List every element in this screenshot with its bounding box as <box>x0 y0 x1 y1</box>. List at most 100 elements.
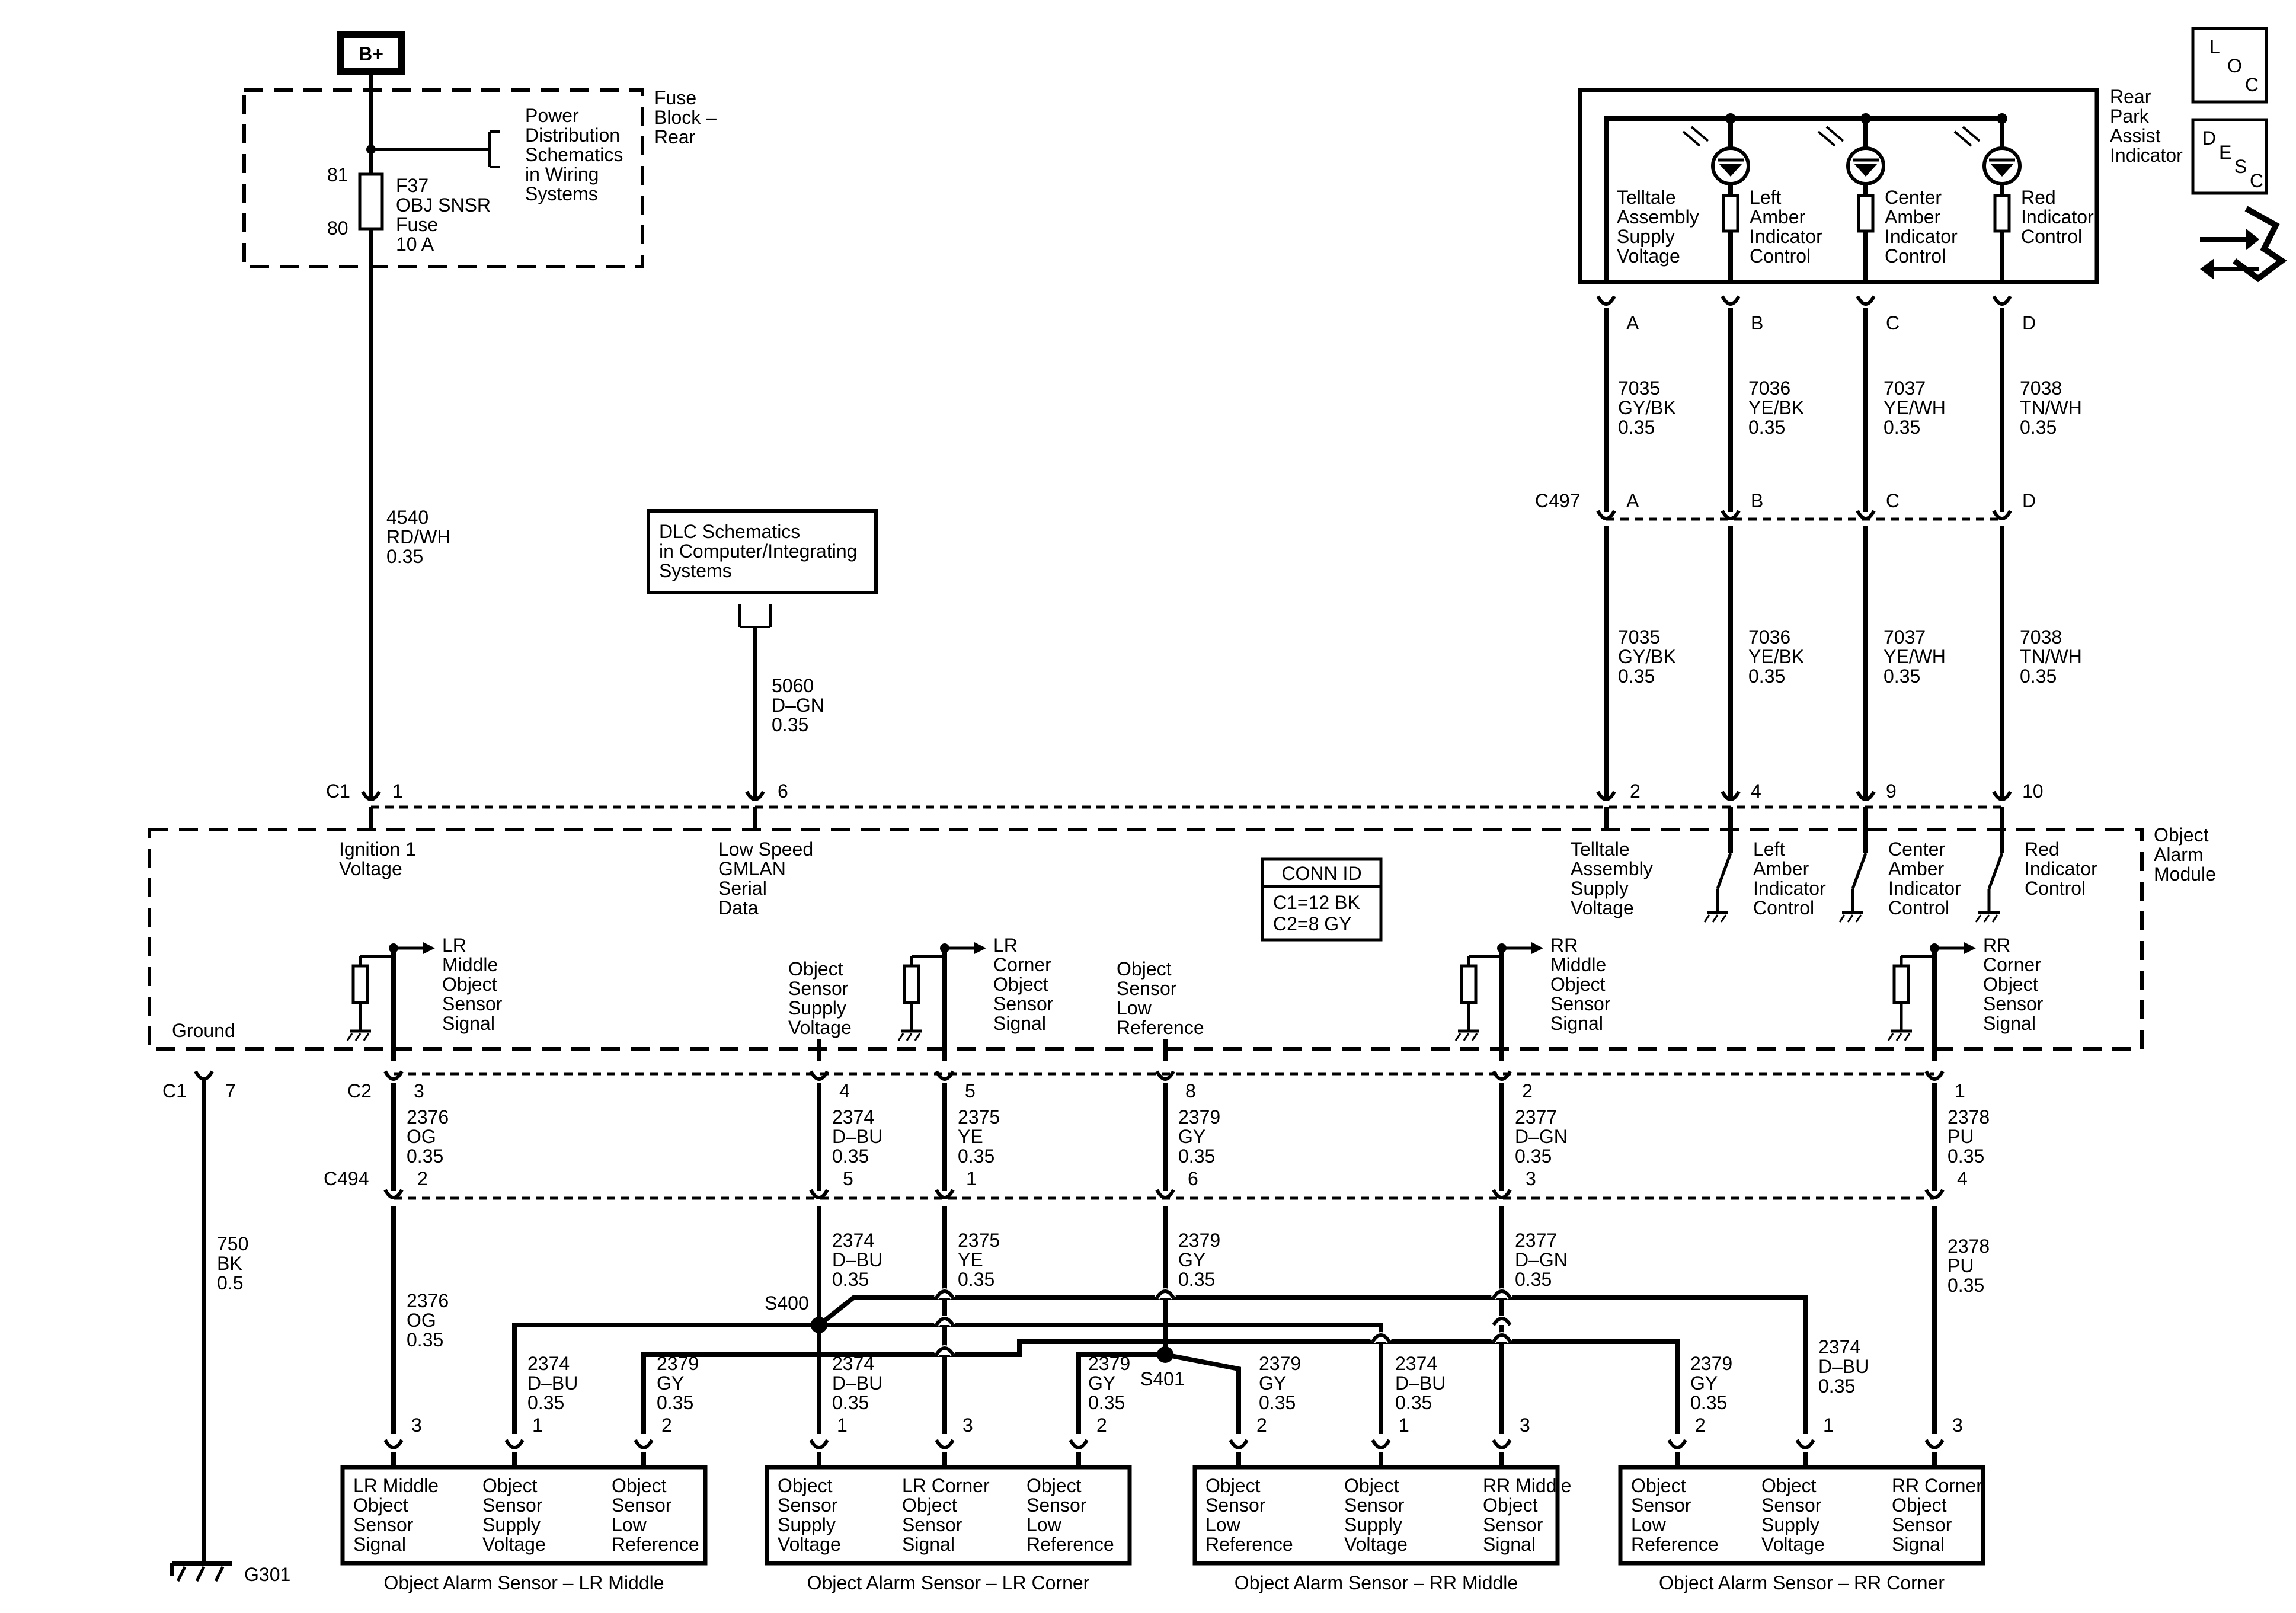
terminal-icon <box>361 791 381 801</box>
sensor-pin-label: Voltage <box>778 1534 841 1555</box>
fuse-block-text: Block – <box>654 107 717 128</box>
terminal-icon <box>383 1189 404 1199</box>
wire-text: 2379 <box>657 1353 699 1374</box>
switch-icon <box>1975 807 2004 923</box>
sensor-pin-label: Object <box>353 1494 408 1516</box>
module-pin-label: Low <box>1117 997 1152 1019</box>
lamp-icon <box>1953 126 2022 185</box>
pin-number: 1 <box>1955 1080 1965 1102</box>
wire-text: D–GN <box>1515 1126 1568 1147</box>
fuse-block-outline <box>242 88 644 268</box>
module-pin-label: Amber <box>1888 858 1945 879</box>
sensor-title: Object Alarm Sensor – LR Middle <box>383 1572 664 1593</box>
terminal-icon <box>383 1439 404 1449</box>
fuse-pin-bottom: 80 <box>327 217 348 239</box>
sensor-pin-label: Low <box>1205 1514 1241 1535</box>
sensor-pin-label: Reference <box>1631 1534 1719 1555</box>
resistor-icon <box>351 964 369 1004</box>
sensor-pin-label: Object <box>1631 1475 1686 1496</box>
pin-number: 1 <box>1399 1414 1409 1436</box>
pullup-circuit <box>897 942 986 1061</box>
sensor-box <box>1192 1465 1560 1566</box>
sensor-pin-label: Object <box>1892 1494 1947 1516</box>
sensor-pin-label: Low <box>1631 1514 1667 1535</box>
pds-text: Systems <box>525 183 598 204</box>
sensor-pin-label: Object <box>1027 1475 1082 1496</box>
wire-text: 2376 <box>407 1290 449 1311</box>
module-pin-label: Sensor <box>788 978 849 999</box>
sensor-box <box>1618 1465 1985 1566</box>
pin-number: 2 <box>1256 1414 1267 1436</box>
sensor-pin-label: Object <box>1483 1494 1538 1516</box>
terminal-icon <box>1492 1439 1512 1449</box>
wire-text: 7038 <box>2020 377 2062 399</box>
module-pin-label: Indicator <box>2025 858 2097 879</box>
indicator-col-label: Red <box>2021 187 2056 208</box>
sensor-pin-label: Signal <box>1483 1534 1536 1555</box>
wire-text: 0.35 <box>1818 1375 1855 1397</box>
connector-swap-icon[interactable] <box>2200 206 2287 283</box>
wire-text: 750 <box>217 1233 248 1254</box>
sensor-pin-label: Object <box>482 1475 538 1496</box>
terminal-icon <box>1992 295 2012 306</box>
wire-text: GY <box>1178 1126 1205 1147</box>
module-pin-label: Control <box>2025 878 2086 899</box>
module-pin-label: Control <box>1753 897 1814 918</box>
dlc-reference-box[interactable] <box>647 509 878 594</box>
wire-text: D–BU <box>527 1372 578 1394</box>
indicator-name-text: Indicator <box>2110 145 2183 166</box>
wire-text: YE <box>958 1249 983 1270</box>
module-pin-label: Voltage <box>788 1017 852 1038</box>
pds-text: in Wiring <box>525 164 599 185</box>
module-pin-label: Red <box>2025 838 2060 860</box>
module-pin-label: Telltale <box>1571 838 1630 860</box>
location-icon[interactable]: L O C <box>2191 27 2268 104</box>
pin-number: A <box>1626 312 1639 334</box>
indicator-col-label: Supply <box>1617 226 1675 247</box>
sensor-box <box>340 1465 708 1566</box>
wire-text: 0.35 <box>1178 1269 1215 1290</box>
wire-text: 0.5 <box>217 1272 243 1294</box>
svg-text:CONN ID: CONN ID <box>1281 863 1361 884</box>
wire-text: TN/WH <box>2020 397 2082 418</box>
module-outline <box>148 828 2144 1051</box>
indicator-col-label: Telltale <box>1617 187 1676 208</box>
wire-text: 2379 <box>1178 1230 1220 1251</box>
sensor-pin-label: Voltage <box>1344 1534 1408 1555</box>
wire-text: 0.35 <box>1088 1392 1125 1413</box>
wire-text: GY <box>1088 1372 1115 1394</box>
module-signal-label: RR <box>1983 934 2010 956</box>
sensor-pin-label: LR Middle <box>353 1475 439 1496</box>
description-icon[interactable]: D E S C <box>2191 118 2268 195</box>
wire-text: D–BU <box>832 1249 882 1270</box>
wire-text: 0.35 <box>2020 417 2057 438</box>
sensor-pin-label: Voltage <box>1761 1534 1825 1555</box>
sensor-pin-label: Sensor <box>1483 1514 1543 1535</box>
module-signal-label: Sensor <box>993 993 1054 1014</box>
module-signal-label: Middle <box>1550 954 1606 975</box>
terminal-icon <box>1229 1439 1249 1449</box>
wire-text: 4540 <box>386 507 428 528</box>
resistor-icon <box>1857 194 1875 233</box>
resistor-icon <box>1892 964 1910 1004</box>
sensor-title: Object Alarm Sensor – LR Corner <box>807 1572 1090 1593</box>
pin-number: 1 <box>1823 1414 1834 1436</box>
terminal-icon <box>634 1439 654 1449</box>
terminal-icon <box>1721 791 1741 801</box>
pin-number: 1 <box>837 1414 848 1436</box>
switch-icon <box>1838 807 1868 923</box>
module-signal-label: Object <box>1550 974 1606 995</box>
pin-number: 2 <box>661 1414 672 1436</box>
wire-text: D–BU <box>832 1372 882 1394</box>
dlc-text: DLC Schematics <box>659 521 800 542</box>
module-signal-label: Middle <box>442 954 498 975</box>
wire-text: 7036 <box>1748 377 1790 399</box>
pds-text: Schematics <box>525 144 623 165</box>
